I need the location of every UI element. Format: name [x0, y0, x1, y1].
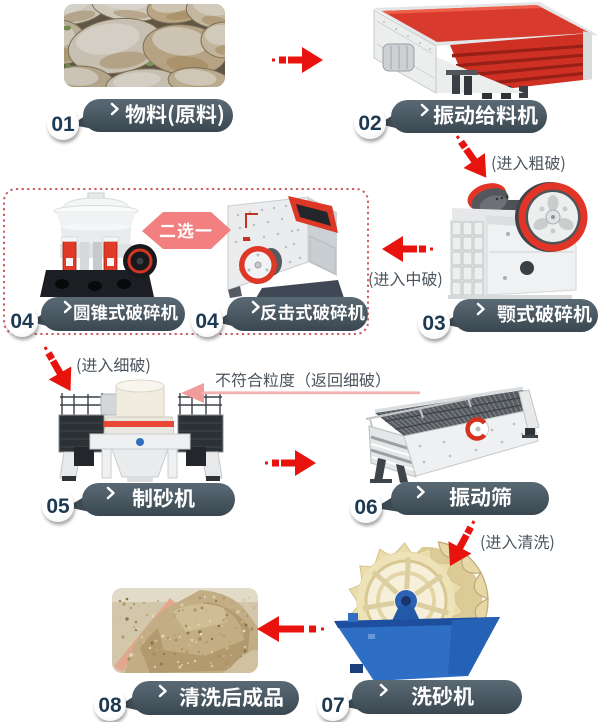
svg-text:04: 04 [10, 310, 34, 333]
svg-text:02: 02 [358, 112, 381, 135]
svg-text:04: 04 [195, 310, 219, 333]
svg-text:03: 03 [422, 312, 445, 335]
svg-text:06: 06 [354, 496, 377, 519]
svg-text:08: 08 [98, 694, 122, 717]
svg-text:01: 01 [51, 113, 75, 136]
svg-text:05: 05 [46, 495, 70, 518]
svg-text:07: 07 [321, 694, 344, 717]
